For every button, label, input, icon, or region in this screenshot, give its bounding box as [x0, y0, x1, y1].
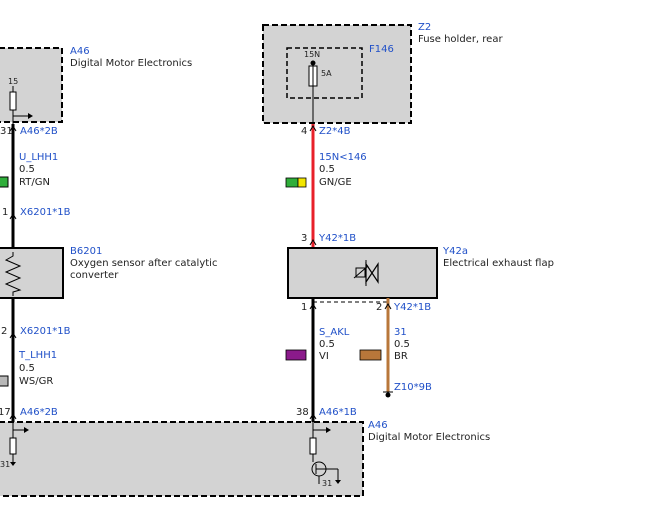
f146-terminal: 15N [304, 50, 320, 59]
connector-arrow-icon [309, 303, 317, 310]
z2-id: Z2 [418, 22, 431, 33]
t-lhh1-color-code: WS/GR [19, 376, 53, 387]
left-x2-pin: 2 [1, 326, 7, 337]
n15-color-code: GN/GE [319, 177, 352, 188]
a46-bottom-box[interactable] [0, 421, 364, 497]
w31-gauge: 0.5 [394, 339, 410, 350]
ground-arrow-icon [335, 480, 341, 484]
heater-element-icon [4, 252, 22, 296]
mid-bottom-pin: 38 [296, 407, 309, 418]
z2-fuse-holder-box[interactable] [262, 24, 412, 124]
f146-rating: 5A [321, 69, 332, 78]
left-x2-connector-label: X6201*1B [20, 326, 71, 337]
y42a-id: Y42a [442, 246, 468, 257]
w31-color-swatch [359, 349, 382, 361]
u-lhh1-color-code: RT/GN [19, 177, 50, 188]
u-lhh1-color-swatch [0, 176, 9, 188]
b6201-name-line1: Oxygen sensor after catalytic [70, 258, 217, 269]
arrow-icon [326, 427, 331, 433]
left-x1-pin: 1 [2, 207, 8, 218]
mid-y42-top-connector-label: Y42*1B [318, 233, 356, 244]
u-lhh1-signal: U_LHH1 [19, 152, 58, 163]
a46-top-arrow-icon [28, 113, 33, 119]
a46-bottom-name: Digital Motor Electronics [368, 432, 490, 443]
left-bottom-connector-label: A46*2B [20, 407, 58, 418]
s-akl-gauge: 0.5 [319, 339, 335, 350]
s-akl-color-code: VI [319, 351, 329, 362]
exhaust-flap-valve-icon [353, 260, 379, 286]
z2-name: Fuse holder, rear [418, 34, 503, 45]
left-top-connector-label: A46*2B [20, 126, 58, 137]
connector-arrow-icon [309, 413, 317, 420]
b6201-box[interactable] [0, 247, 64, 299]
s-akl-color-swatch [285, 349, 307, 361]
w31-color-code: BR [394, 351, 408, 362]
mid-bottom-connector-label: A46*1B [319, 407, 357, 418]
t-lhh1-signal: T_LHH1 [18, 350, 57, 361]
a46-bottom-id: A46 [368, 420, 388, 431]
arrow-icon [24, 427, 29, 433]
left-x1-connector-label: X6201*1B [20, 207, 71, 218]
b6201-name-line2: converter [70, 270, 119, 281]
mid-y42-pin2-connector-label: Y42*1B [393, 302, 431, 313]
f146-fuse-box[interactable] [286, 47, 363, 99]
y42a-box[interactable] [287, 247, 438, 299]
resistor-icon [9, 437, 17, 455]
a46-top-id: A46 [70, 46, 90, 57]
ground-z10-label: Z10*9B [394, 382, 432, 393]
left-bottom-pin: 17 [0, 407, 11, 418]
n15-color-swatch-secondary [297, 177, 307, 188]
u-lhh1-gauge: 0.5 [19, 164, 35, 175]
b6201-id: B6201 [70, 246, 102, 257]
t-lhh1-gauge: 0.5 [19, 363, 35, 374]
mid-z2-connector-label: Z2*4B [319, 126, 351, 137]
connector-arrow-icon [9, 213, 17, 220]
f146-id: F146 [369, 44, 394, 55]
connector-arrow-icon [309, 125, 317, 132]
connector-arrow-icon [384, 303, 392, 310]
s-akl-signal: S_AKL [319, 327, 350, 338]
mid-y42-pin2: 2 [376, 302, 382, 313]
y42a-name: Electrical exhaust flap [443, 258, 554, 269]
n15-signal: 15N<146 [319, 152, 367, 163]
connector-arrow-icon [9, 125, 17, 132]
connector-arrow-icon [309, 239, 317, 246]
left-top-pin: 31 [0, 126, 13, 137]
t-lhh1-color-swatch [0, 375, 9, 387]
mid-z2-pin: 4 [301, 126, 307, 137]
w31-signal: 31 [394, 327, 407, 338]
connector-arrow-icon [9, 413, 17, 420]
ground-arrow-icon [10, 462, 16, 466]
ground-point-icon [385, 392, 391, 398]
n15-color-swatch-primary [285, 177, 299, 188]
a46-top-resistor-icon [9, 91, 17, 111]
a46-top-pin-label: 15 [8, 77, 18, 86]
a46-bottom-ground-right: 31 [322, 479, 332, 488]
mid-y42-top-pin: 3 [301, 233, 307, 244]
n15-gauge: 0.5 [319, 164, 335, 175]
a46-bottom-ground-left: 31 [0, 460, 10, 469]
connector-arrow-icon [9, 332, 17, 339]
mid-y42-pin1: 1 [301, 302, 307, 313]
a46-top-name: Digital Motor Electronics [70, 58, 192, 69]
resistor-icon [309, 437, 317, 455]
